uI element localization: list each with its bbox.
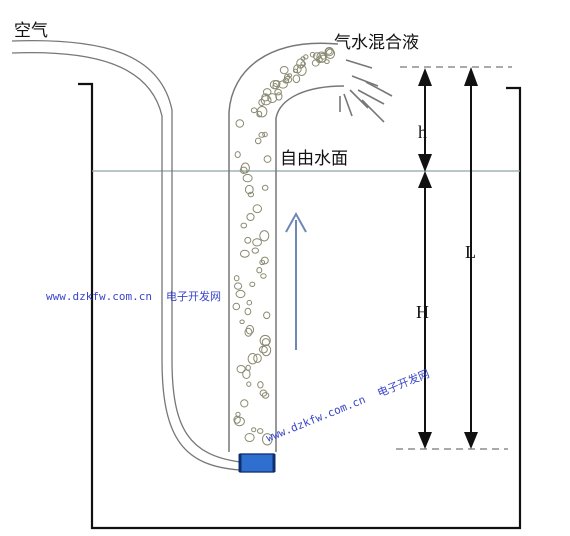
bubble (234, 282, 243, 290)
bubble (239, 166, 248, 175)
riser-pipe (228, 42, 345, 452)
bubble (257, 381, 264, 389)
watermark-horizontal: www.dzkfw.com.cn 电子开发网 (46, 289, 221, 303)
bubble (260, 273, 267, 279)
label-L: L (465, 242, 476, 262)
bubble (247, 353, 258, 365)
bubble (292, 74, 301, 84)
bubble (254, 137, 262, 145)
bubble (293, 64, 302, 74)
bubble (263, 311, 271, 320)
label-air: 空气 (14, 21, 48, 41)
bubble (262, 88, 272, 96)
bubble (258, 345, 268, 354)
bubble (259, 230, 270, 242)
bubble (244, 307, 252, 316)
bubble (263, 155, 272, 163)
bubble (275, 92, 283, 101)
bubble (320, 54, 327, 60)
svg-text:电子开发网: 电子开发网 (166, 289, 221, 303)
bubble (279, 66, 289, 75)
bubble (296, 64, 307, 76)
bubble (272, 83, 278, 90)
air-pipe (11, 39, 241, 471)
label-h: h (418, 122, 427, 142)
dimension-H-arrow (418, 171, 432, 449)
bubble (259, 259, 266, 266)
bubble (257, 428, 264, 434)
svg-text:电子开发网: 电子开发网 (375, 366, 431, 400)
bubble (256, 267, 263, 274)
bubble (324, 59, 330, 64)
bubble (251, 247, 260, 254)
bubble (239, 319, 245, 325)
bubble (309, 51, 316, 58)
dimension-L-arrow (464, 67, 478, 449)
bubble (240, 399, 249, 408)
bubble (300, 61, 306, 67)
dimension-h-arrow (418, 68, 432, 172)
bubble (303, 54, 309, 60)
bubble (261, 344, 272, 357)
bubble (234, 416, 245, 427)
bubble (233, 415, 241, 424)
bubble (253, 353, 262, 363)
bubble (272, 80, 281, 88)
label-mixture: 气水混合液 (334, 33, 419, 53)
bubble (236, 365, 246, 374)
bubble (267, 93, 278, 104)
label-free-surface: 自由水面 (280, 149, 348, 169)
outlet-spray (339, 59, 393, 123)
bubble (240, 222, 248, 229)
bubble (260, 95, 272, 106)
bubble (274, 88, 282, 96)
bubble (318, 52, 327, 63)
bubble (261, 93, 270, 102)
bubble (234, 151, 241, 159)
bubble (282, 77, 290, 84)
bubble (324, 46, 334, 57)
bubble (261, 184, 269, 191)
bubble (249, 281, 256, 287)
bubble (244, 433, 255, 442)
bubble (258, 132, 266, 138)
svg-text:www.dzkfw.com.cn: www.dzkfw.com.cn (264, 393, 367, 445)
bubble (246, 381, 252, 387)
bubble (239, 249, 250, 258)
bubble (242, 369, 251, 380)
air-bubbles (232, 46, 336, 446)
bubble (262, 433, 273, 446)
bubble (233, 275, 240, 282)
bubble (261, 392, 270, 399)
bubble (247, 191, 255, 198)
air-nozzle (238, 453, 276, 473)
bubble (251, 427, 257, 433)
bubble (284, 73, 290, 81)
bubble (256, 106, 268, 118)
bubble (250, 107, 258, 114)
bubble (232, 302, 241, 311)
bubble (242, 173, 253, 183)
bubble (235, 119, 245, 128)
label-H: H (416, 302, 429, 322)
bubble (244, 236, 252, 244)
tank-outline (78, 82, 522, 530)
svg-text:www.dzkfw.com.cn: www.dzkfw.com.cn (46, 290, 152, 303)
bubble (259, 334, 271, 347)
bubble (252, 204, 262, 214)
flow-direction-arrow (285, 211, 307, 350)
watermark-diagonal: www.dzkfw.com.cn 电子开发网 (264, 366, 431, 445)
dimension-reference-lines (396, 66, 512, 450)
bubble (262, 131, 268, 138)
bubble (245, 324, 255, 335)
bubble (235, 289, 246, 299)
bubble (246, 213, 255, 221)
bubble (246, 299, 253, 306)
bubble (244, 184, 254, 195)
bubble (256, 110, 263, 118)
bubble (311, 59, 320, 67)
bubble (244, 327, 253, 337)
bubble (252, 238, 263, 247)
